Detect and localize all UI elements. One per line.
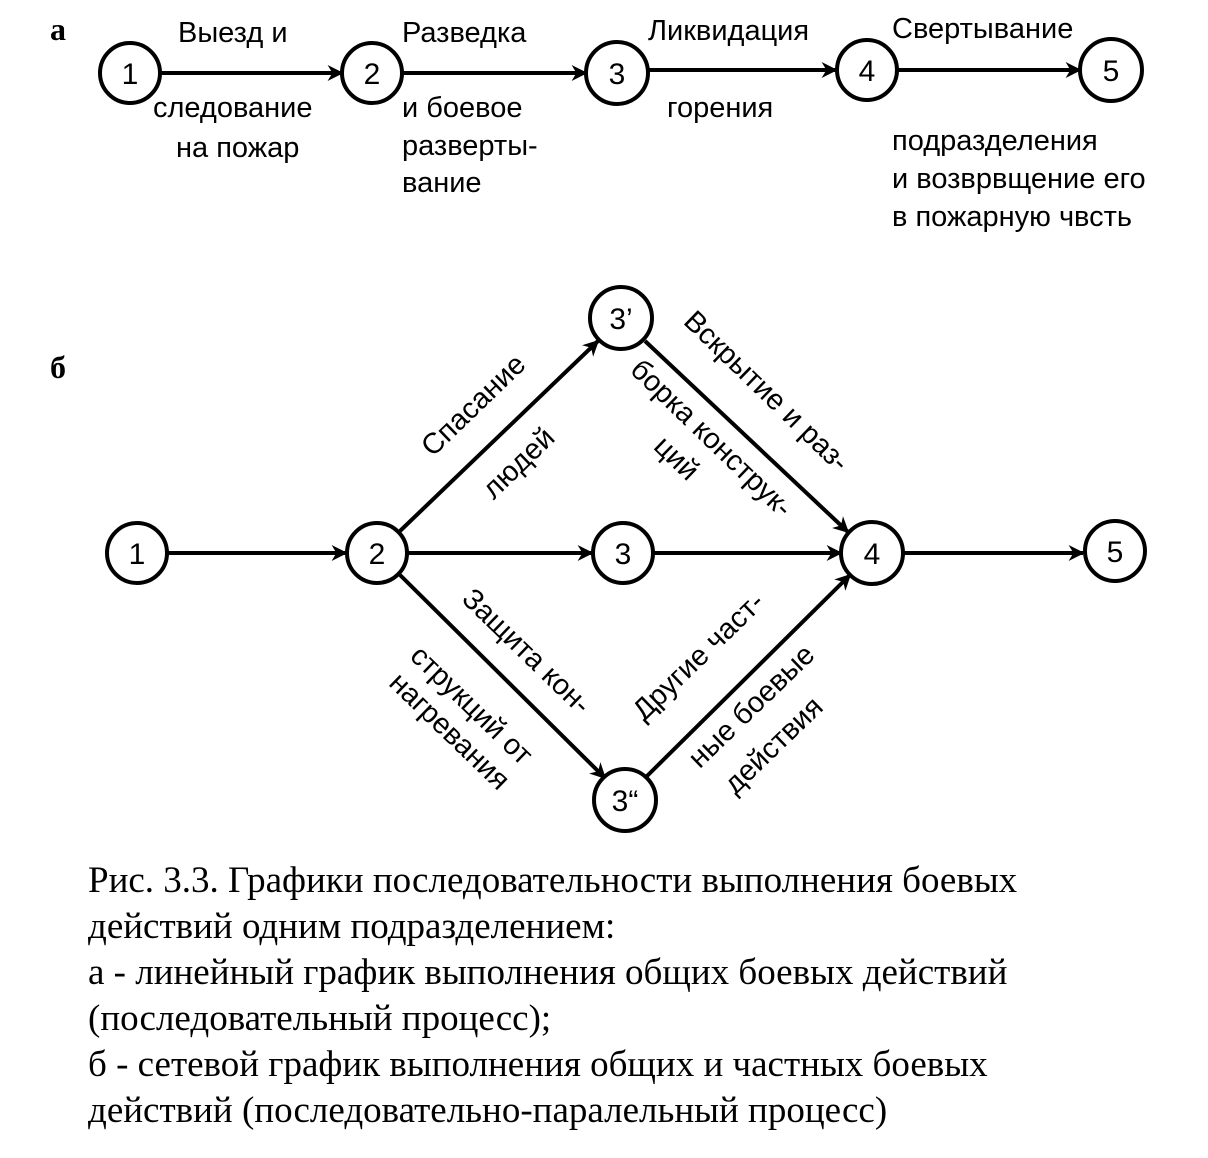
arrow-b-3pp-4 [643, 573, 852, 780]
node-b-4 [839, 520, 905, 586]
node-a-2 [340, 41, 404, 105]
node-b-2 [345, 521, 409, 585]
arrow-b-2-3p [398, 339, 600, 533]
node-a-1-label: 1 [122, 58, 139, 91]
caption-line-6: действий (последовательно-паралельный пр… [88, 1090, 888, 1131]
part-a-nodes [98, 37, 1144, 106]
node-b-1-label: 1 [129, 538, 146, 571]
edge-a-4-5-top: Свертывание [892, 13, 1073, 45]
edge-a-2-3-bottom-2: разверты- [402, 130, 538, 162]
network-diagram: а 1 2 3 4 5 Выезд и следование на пожар … [50, 11, 1147, 833]
edge-b-2-3p-label-2: людей [476, 422, 561, 506]
part-a-arrows [160, 62, 1082, 81]
edge-a-1-2-bottom-1: следование [153, 92, 313, 124]
edge-a-1-2-bottom-2: на пожар [176, 132, 299, 164]
edge-a-4-5-bottom-1: подразделения [892, 125, 1098, 157]
node-b-4-label: 4 [864, 538, 881, 571]
node-b-5-label: 5 [1107, 536, 1124, 569]
node-a-5-label: 5 [1103, 55, 1120, 88]
node-b-3-double-prime-label: 3“ [612, 785, 639, 818]
edge-a-1-2-top: Выезд и [178, 17, 288, 49]
node-b-1 [105, 521, 169, 585]
node-a-1 [98, 41, 162, 105]
node-b-3-double-prime [592, 767, 658, 833]
figure-caption: Рис. 3.3. Графики последовательности вып… [88, 858, 1188, 1134]
part-b-arrows [167, 339, 1085, 780]
arrow-b-3p-4 [643, 339, 850, 534]
edge-a-4-5-bottom-3: в пожарную чвсть [892, 201, 1132, 233]
node-b-2-label: 2 [369, 538, 386, 571]
node-a-3 [584, 40, 650, 106]
caption-line-3: а - линейный график выполнения общих бое… [88, 952, 1008, 993]
part-a-marker: а [50, 11, 66, 47]
edge-a-2-3-bottom-3: вание [402, 167, 482, 199]
caption-line-1: Рис. 3.3. Графики последовательности вып… [88, 860, 1018, 901]
arrow-b-2-3pp [398, 573, 607, 780]
part-b-marker: б [50, 349, 66, 385]
node-b-3-prime-label: 3’ [609, 303, 632, 336]
caption-line-5: б - сетевой график выполнения общих и ча… [88, 1044, 988, 1085]
caption-line-2: действий одним подразделением: [88, 906, 616, 947]
node-a-5 [1078, 37, 1144, 103]
part-b-nodes [105, 285, 1147, 833]
node-b-5 [1083, 519, 1147, 583]
edge-a-2-3-bottom-1: и боевое [402, 92, 522, 124]
edge-a-4-5-bottom-2: и возврвщение его [892, 163, 1146, 195]
node-b-3-label: 3 [615, 538, 632, 571]
node-a-4-label: 4 [859, 55, 876, 88]
node-a-3-label: 3 [609, 58, 626, 91]
caption-line-4: (последовательный процесс); [88, 998, 552, 1039]
edge-a-3-4-top: Ликвидация [648, 15, 809, 47]
node-a-2-label: 2 [364, 58, 381, 91]
edge-a-2-3-top: Разведка [402, 17, 527, 49]
node-a-4 [835, 38, 899, 102]
node-b-3-prime [588, 285, 654, 351]
node-b-3 [591, 521, 655, 585]
edge-a-3-4-bottom-1: горения [667, 92, 773, 124]
